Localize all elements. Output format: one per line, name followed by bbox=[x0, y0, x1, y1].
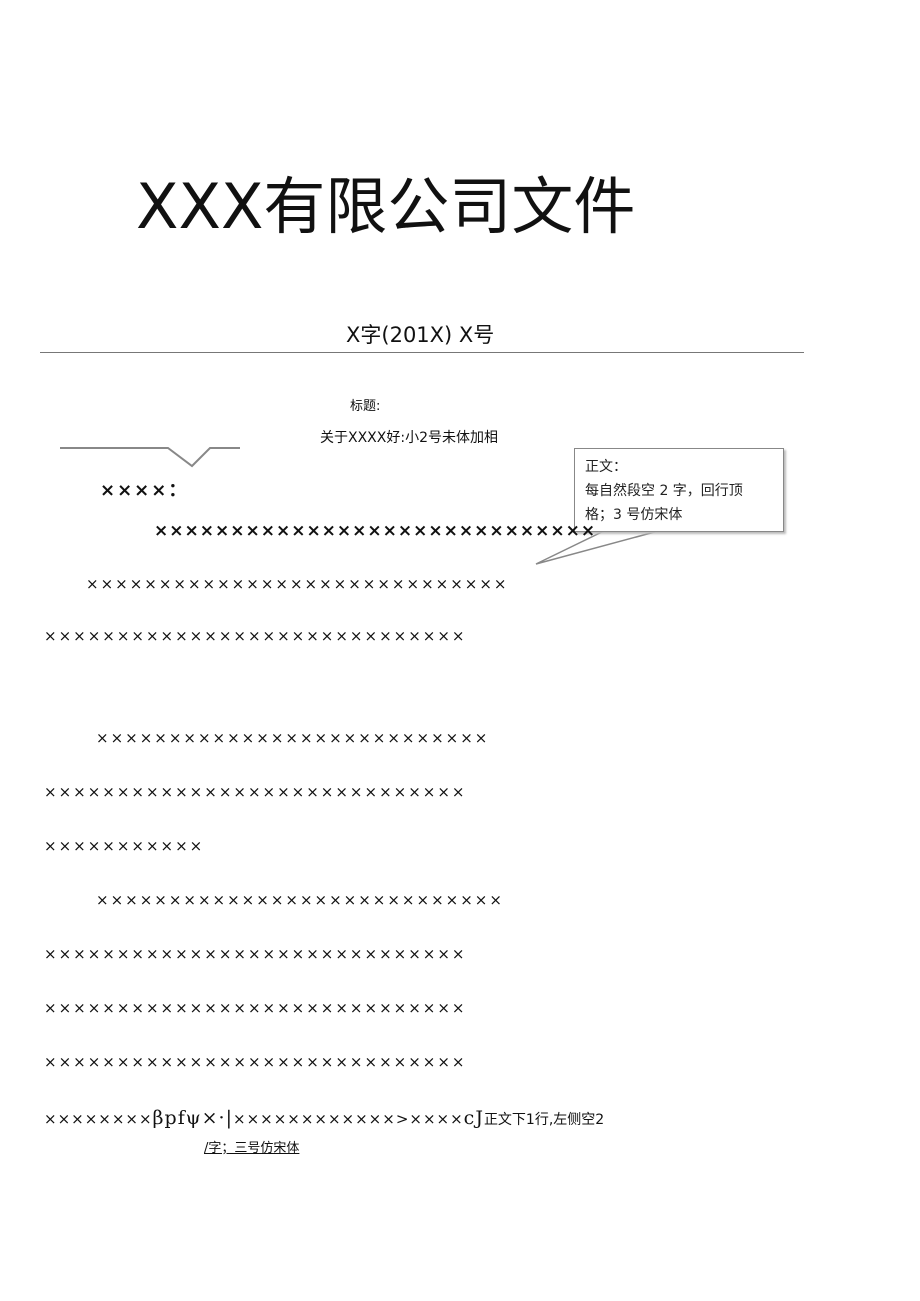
last-line-middle: ××××××××××××>×××× bbox=[233, 1110, 464, 1128]
body-line: ××××××××××× bbox=[44, 837, 205, 855]
body-format-callout: 正文： 每自然段空 2 字，回行顶 格；3 号仿宋体 bbox=[574, 448, 784, 532]
title-value: 关于XXXX好:小2号未体加相 bbox=[320, 430, 498, 446]
callout-line: 正文： bbox=[585, 459, 627, 475]
body-line: ××××××××××××××××××××××××××××× bbox=[154, 521, 597, 541]
last-line-start: ×××××××× bbox=[44, 1110, 153, 1128]
body-line: ××××××××××××××××××××××××××××× bbox=[44, 1053, 467, 1071]
last-line-glyphs: βpfψ×·| bbox=[152, 1107, 233, 1129]
last-line-glyphs: cJ bbox=[463, 1107, 484, 1129]
body-line: ××××××××××××××××××××××××××××× bbox=[86, 575, 509, 593]
document-title: XXX有限公司文件 bbox=[136, 170, 636, 243]
body-last-line: ××××××××βpfψ×·|××××××××××××>××××cJ正文下1行,… bbox=[44, 1107, 604, 1129]
body-line: ××××××××××××××××××××××××××××× bbox=[44, 783, 467, 801]
title-label: 标题: bbox=[350, 399, 381, 414]
body-line: ×××××××××××××××××××××××××××× bbox=[96, 891, 504, 909]
format-note: /字；三号仿宋体 bbox=[204, 1141, 300, 1156]
body-line: ××××××××××××××××××××××××××××× bbox=[44, 999, 467, 1017]
addressee: ××××： bbox=[100, 480, 189, 501]
callout-line: 每自然段空 2 字，回行顶 bbox=[585, 483, 743, 499]
body-line: ××××××××××××××××××××××××××××× bbox=[44, 945, 467, 963]
last-line-note: 正文下1行,左侧空2 bbox=[483, 1112, 605, 1128]
body-line: ××××××××××××××××××××××××××××× bbox=[44, 627, 467, 645]
header-divider bbox=[40, 352, 804, 353]
callout-line: 格；3 号仿宋体 bbox=[585, 507, 683, 523]
document-number: X字(201X) X号 bbox=[346, 323, 495, 347]
body-line: ××××××××××××××××××××××××××× bbox=[96, 729, 490, 747]
